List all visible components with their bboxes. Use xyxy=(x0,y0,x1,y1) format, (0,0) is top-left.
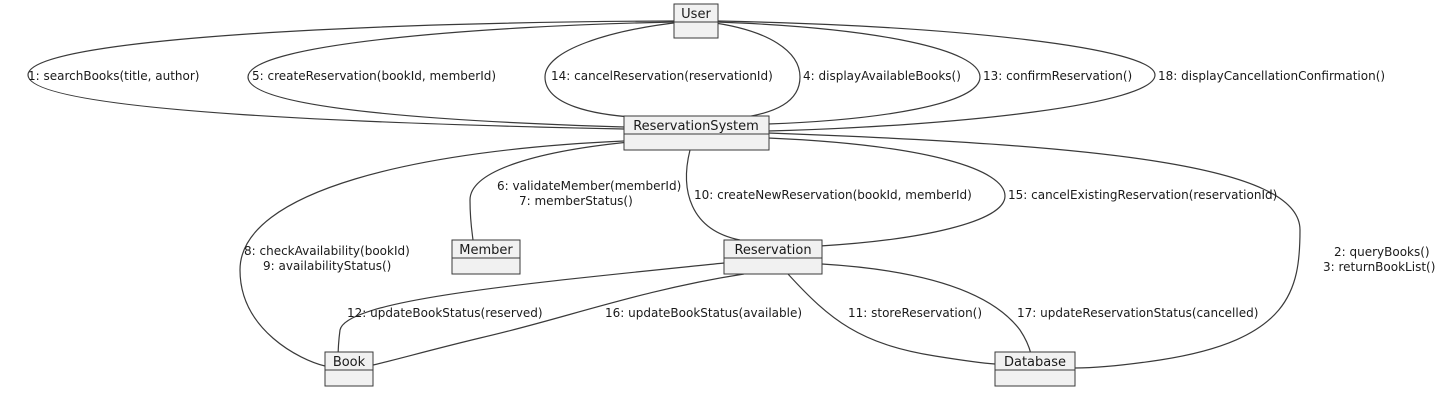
edge-system-member xyxy=(469,140,641,241)
msg-5: 5: createReservation(bookId, memberId) xyxy=(252,69,496,83)
edge-user-system-14 xyxy=(544,21,683,119)
node-book[interactable]: Book xyxy=(324,351,374,387)
edge-reservation-book-12 xyxy=(337,262,725,361)
edge-system-book xyxy=(239,140,625,367)
edge-reservation-database-17 xyxy=(821,263,1032,355)
edge-system-reservation-15 xyxy=(767,137,1006,247)
msg-12: 12: updateBookStatus(reserved) xyxy=(347,306,543,320)
node-user-label: User xyxy=(681,7,711,22)
msg-8: 8: checkAvailability(bookId) xyxy=(244,244,410,258)
node-user[interactable]: User xyxy=(673,3,719,39)
edge-system-database xyxy=(767,132,1301,369)
msg-6: 6: validateMember(memberId) xyxy=(497,179,681,193)
msg-9: 9: availabilityStatus() xyxy=(263,259,391,273)
node-database-label: Database xyxy=(1004,355,1066,370)
edge-user-system-5 xyxy=(247,21,675,128)
msg-17: 17: updateReservationStatus(cancelled) xyxy=(1017,306,1258,320)
edge-user-system-18 xyxy=(717,20,1156,132)
msg-16: 16: updateBookStatus(available) xyxy=(605,306,802,320)
msg-4: 4: displayAvailableBooks() xyxy=(803,69,961,83)
node-book-label: Book xyxy=(333,355,366,370)
edge-reservation-book-16 xyxy=(372,273,745,366)
edge-system-reservation-10 xyxy=(685,149,741,241)
msg-15: 15: cancelExistingReservation(reservatio… xyxy=(1008,188,1277,202)
edge-user-system-13 xyxy=(716,21,981,125)
msg-18: 18: displayCancellationConfirmation() xyxy=(1158,69,1385,83)
msg-7: 7: memberStatus() xyxy=(519,194,633,208)
node-reservation-system-label: ReservationSystem xyxy=(633,119,759,134)
msg-13: 13: confirmReservation() xyxy=(983,69,1132,83)
msg-11: 11: storeReservation() xyxy=(848,306,982,320)
msg-10: 10: createNewReservation(bookId, memberI… xyxy=(694,188,972,202)
msg-2: 2: queryBooks() xyxy=(1334,245,1430,259)
node-reservation-label: Reservation xyxy=(734,243,811,258)
msg-1: 1: searchBooks(title, author) xyxy=(28,69,199,83)
node-member[interactable]: Member xyxy=(451,239,521,275)
node-reservation-system[interactable]: ReservationSystem xyxy=(623,115,770,151)
node-database[interactable]: Database xyxy=(994,351,1076,387)
edge-user-system-4 xyxy=(707,21,801,119)
node-member-label: Member xyxy=(459,243,513,258)
edge-reservation-database-11 xyxy=(787,273,996,365)
msg-3: 3: returnBookList() xyxy=(1323,260,1435,274)
node-reservation[interactable]: Reservation xyxy=(723,239,823,275)
edge-user-system-1 xyxy=(27,20,675,130)
msg-14: 14: cancelReservation(reservationId) xyxy=(551,69,773,83)
